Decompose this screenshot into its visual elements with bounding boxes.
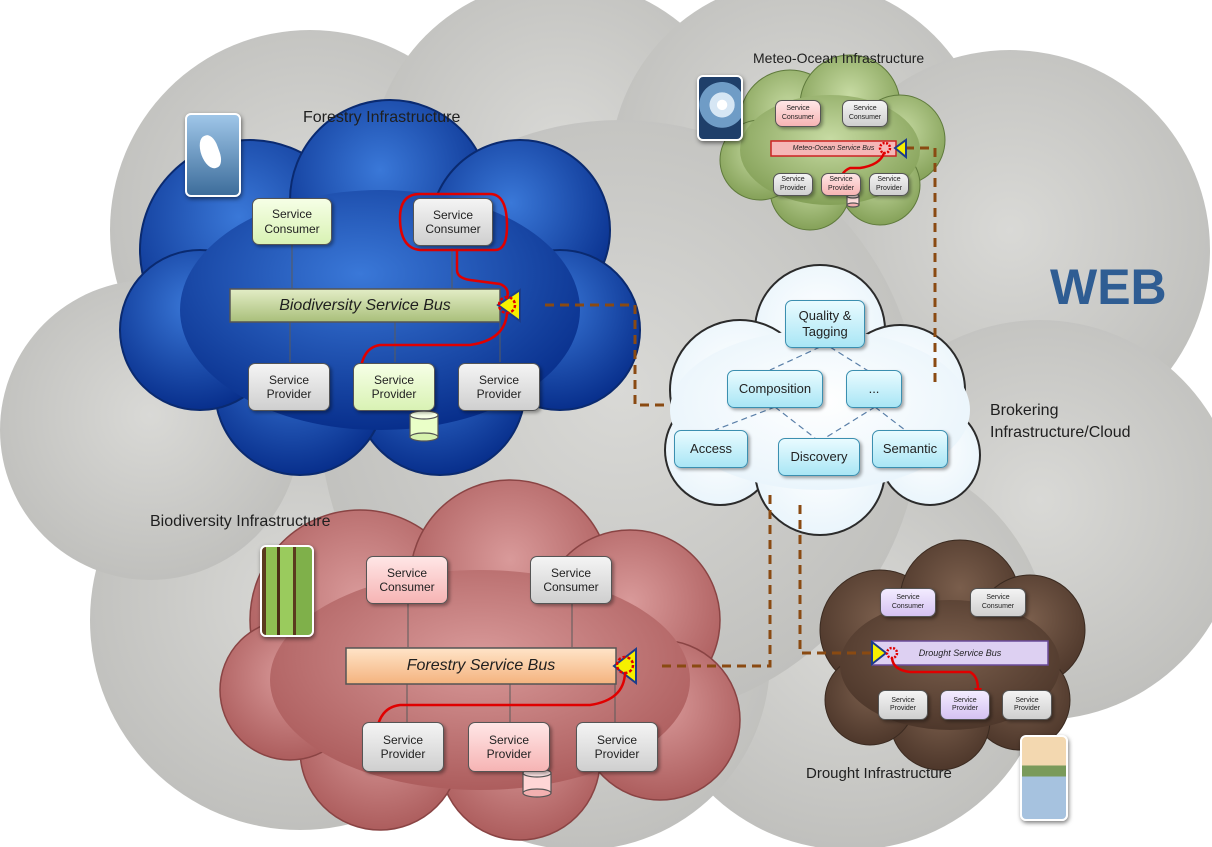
biodiversity-bus-bar — [345, 647, 617, 685]
biodiversity-service-provider-1[interactable]: Service Provider — [362, 722, 444, 772]
broker-composition[interactable]: Composition — [727, 370, 823, 408]
biodiversity-service-consumer-2[interactable]: Service Consumer — [530, 556, 612, 604]
biodiversity-service-provider-3[interactable]: Service Provider — [576, 722, 658, 772]
broker-access[interactable]: Access — [674, 430, 748, 468]
database-icon — [522, 768, 552, 798]
biodiversity-service-provider-2[interactable]: Service Provider — [468, 722, 550, 772]
forestry-bus-bar — [229, 288, 501, 323]
meteo-service-consumer-2[interactable]: Service Consumer — [842, 100, 888, 127]
egret-photo-icon — [185, 113, 241, 197]
broker-internal-links — [714, 346, 906, 439]
meteo-ocean-service-bus: Meteo-Ocean Service Bus — [792, 145, 875, 152]
forestry-service-provider-3[interactable]: Service Provider — [458, 363, 540, 411]
forestry-service-consumer-2[interactable]: Service Consumer — [413, 198, 493, 246]
broker-ellipsis[interactable]: ... — [846, 370, 902, 408]
meteo-service-provider-1[interactable]: Service Provider — [773, 173, 813, 196]
meteo-service-provider-3[interactable]: Service Provider — [869, 173, 909, 196]
broker-links — [545, 146, 937, 668]
lake-photo-icon — [1020, 735, 1068, 821]
drought-bus-bar — [871, 640, 1049, 666]
forestry-service-provider-1[interactable]: Service Provider — [248, 363, 330, 411]
biodiversity-infrastructure-title: Biodiversity Infrastructure — [150, 513, 331, 530]
database-icon — [409, 410, 439, 442]
biodiversity-service-consumer-1[interactable]: Service Consumer — [366, 556, 448, 604]
drought-service-bus: Drought Service Bus — [918, 648, 1002, 658]
broker-quality-tagging[interactable]: Quality & Tagging — [785, 300, 865, 348]
drought-infrastructure-title: Drought Infrastructure — [806, 765, 952, 782]
forest-photo-icon — [260, 545, 314, 637]
drought-service-provider-3[interactable]: Service Provider — [1002, 690, 1052, 720]
biodiversity-forestry-service-bus: Forestry Service Bus — [406, 657, 556, 674]
forestry-infrastructure-title: Forestry Infrastructure — [303, 109, 461, 126]
meteo-service-provider-2[interactable]: Service Provider — [821, 173, 861, 196]
brokering-infrastructure-title: Brokering Infrastructure/Cloud — [990, 402, 1131, 441]
forestry-biodiversity-service-bus: Biodiversity Service Bus — [279, 296, 451, 314]
drought-service-consumer-1[interactable]: Service Consumer — [880, 588, 936, 617]
service-links — [289, 245, 616, 722]
hurricane-photo-icon — [697, 75, 743, 141]
broker-semantic[interactable]: Semantic — [872, 430, 948, 468]
forestry-service-provider-2[interactable]: Service Provider — [353, 363, 435, 411]
broker-discovery[interactable]: Discovery — [778, 438, 860, 476]
drought-service-provider-2[interactable]: Service Provider — [940, 690, 990, 720]
meteo-service-consumer-1[interactable]: Service Consumer — [775, 100, 821, 127]
web-label: WEB — [1050, 259, 1167, 315]
drought-service-consumer-2[interactable]: Service Consumer — [970, 588, 1026, 617]
drought-service-provider-1[interactable]: Service Provider — [878, 690, 928, 720]
meteo-ocean-infrastructure-title: Meteo-Ocean Infrastructure — [753, 50, 925, 66]
forestry-service-consumer-1[interactable]: Service Consumer — [252, 198, 332, 245]
